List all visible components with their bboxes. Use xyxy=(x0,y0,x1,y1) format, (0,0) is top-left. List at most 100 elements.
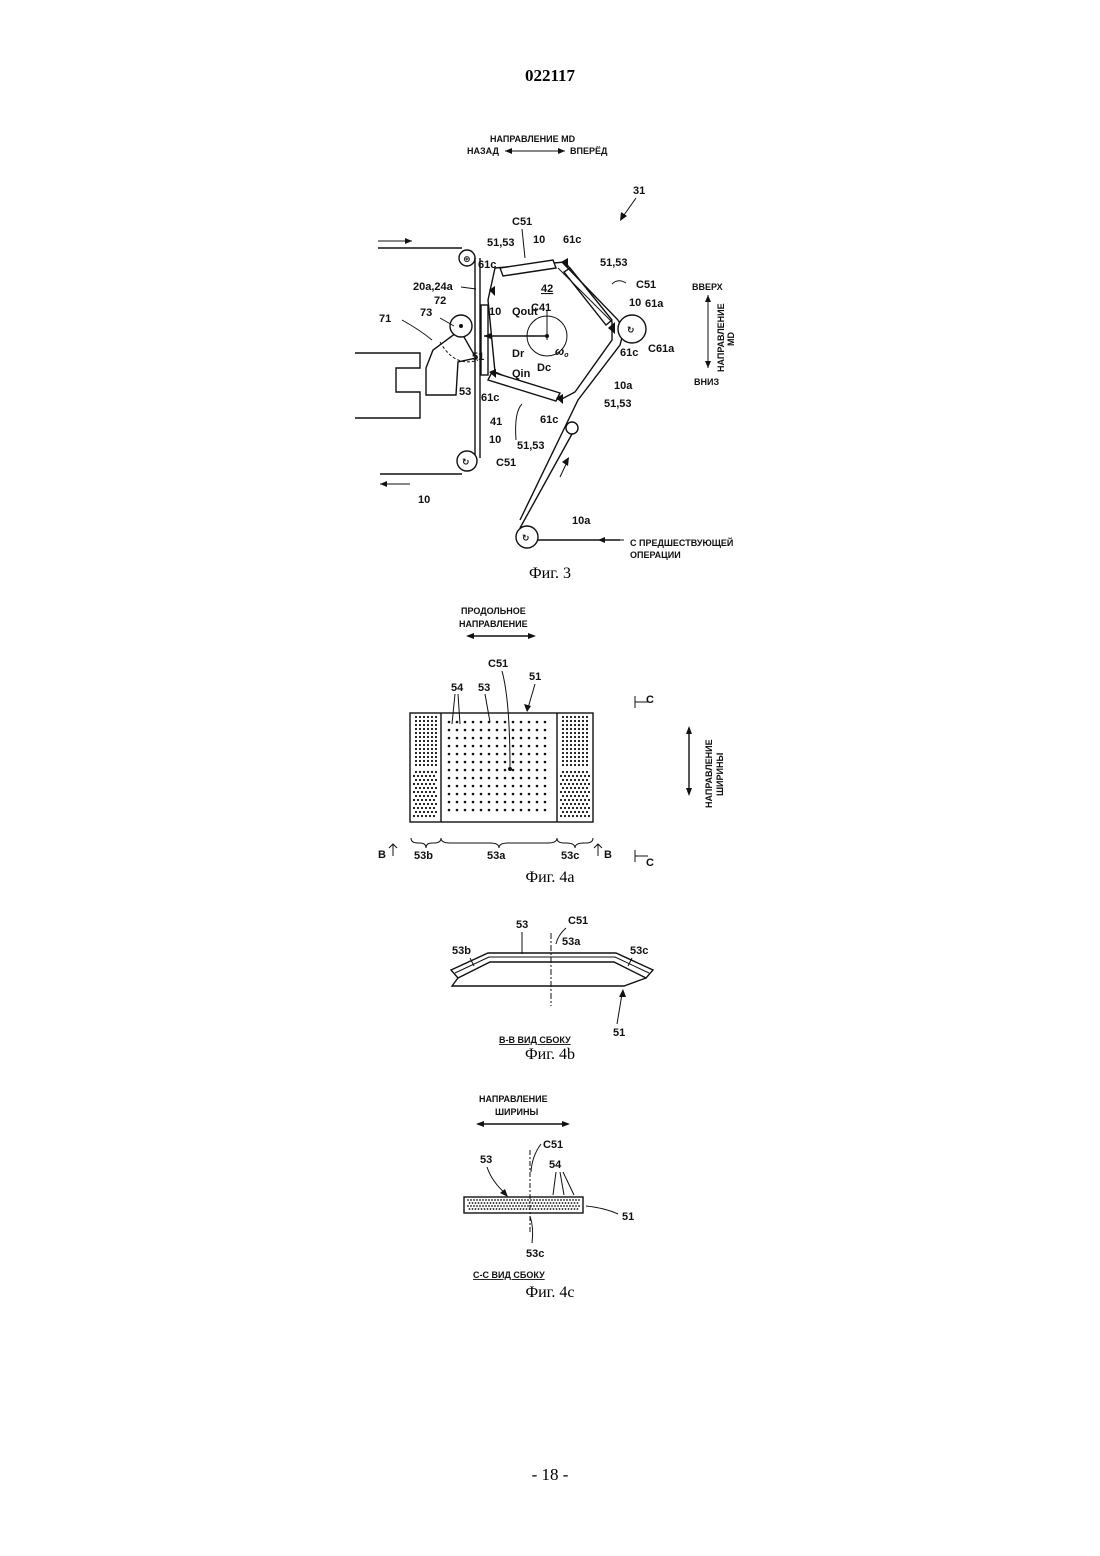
perforation-dot xyxy=(423,724,425,726)
perforation-dot xyxy=(570,752,572,754)
perforation-dot xyxy=(578,1205,580,1207)
perforation-dot xyxy=(566,1205,568,1207)
perforation-dot xyxy=(578,716,580,718)
perforation-dot xyxy=(488,777,491,780)
perforation-dot xyxy=(536,1199,538,1201)
perforation-dot xyxy=(419,724,421,726)
perforation-dot xyxy=(560,783,562,785)
leader-51-4c xyxy=(586,1206,618,1214)
perforation-dot xyxy=(488,769,491,772)
perforation-dot xyxy=(496,737,499,740)
perforation-dot xyxy=(464,777,467,780)
perforation-dot xyxy=(431,724,433,726)
perforation-dot xyxy=(582,752,584,754)
perforation-dot xyxy=(570,728,572,730)
perforation-dot xyxy=(415,748,417,750)
perforation-dot xyxy=(427,724,429,726)
perforation-dot xyxy=(423,764,425,766)
width-dir-label-1: НАПРАВЛЕНИЕ xyxy=(704,739,714,808)
perforation-dot xyxy=(496,777,499,780)
perforation-dot xyxy=(586,740,588,742)
perforation-dot xyxy=(472,745,475,748)
perforation-dot xyxy=(562,803,564,805)
perforation-dot xyxy=(423,720,425,722)
perforation-dot xyxy=(496,801,499,804)
label-73: 73 xyxy=(420,307,432,319)
perforation-dot xyxy=(562,716,564,718)
perforation-dot xyxy=(577,1202,579,1204)
figure-4c-drawing: НАПРАВЛЕНИЕ ШИРИНЫ C51 53 54 51 53c C-C … xyxy=(0,1085,1100,1285)
perforation-dot xyxy=(496,809,499,812)
perforation-dot xyxy=(564,775,566,777)
label-10-bottom: 10 xyxy=(418,494,430,506)
perforation-dot xyxy=(448,793,451,796)
perforation-dot xyxy=(574,1208,576,1210)
perforation-dot xyxy=(544,1208,546,1210)
perforation-dot xyxy=(425,815,427,817)
perforation-dot xyxy=(472,737,475,740)
perforation-dot xyxy=(419,720,421,722)
perforation-dot xyxy=(419,728,421,730)
perforation-dot xyxy=(488,1205,490,1207)
perforation-dot xyxy=(566,736,568,738)
perforation-dot xyxy=(427,744,429,746)
perforation-dot xyxy=(504,745,507,748)
perforation-dot xyxy=(504,753,507,756)
perforation-dot xyxy=(421,807,423,809)
perforation-dot xyxy=(423,728,425,730)
perforation-dot xyxy=(539,1199,541,1201)
perforation-dot xyxy=(578,720,580,722)
perforation-dot xyxy=(570,744,572,746)
perforation-dot xyxy=(415,803,417,805)
perforation-dot xyxy=(487,1208,489,1210)
label-61c-left: 61c xyxy=(478,259,496,271)
perforation-dot xyxy=(464,761,467,764)
perforation-dot xyxy=(560,807,562,809)
perforation-dot xyxy=(545,1205,547,1207)
label-10-bottom-left: 10 xyxy=(489,434,501,446)
perforation-dot xyxy=(570,716,572,718)
perforation-dot xyxy=(536,761,539,764)
perforation-dot xyxy=(544,753,547,756)
label-53-4b: 53 xyxy=(516,919,528,931)
label-51: 51 xyxy=(472,351,484,363)
perforation-dot xyxy=(566,720,568,722)
perforation-dot xyxy=(570,724,572,726)
perforation-dot xyxy=(582,787,584,789)
perforation-dot xyxy=(578,724,580,726)
perforation-dot xyxy=(415,752,417,754)
roller-bottom-left-glyph: ↻ xyxy=(462,457,470,467)
label-53c-4c: 53c xyxy=(526,1248,544,1260)
perforation-dot xyxy=(429,799,431,801)
perforation-dot xyxy=(533,1199,535,1201)
label-61c-bottom-left: 61c xyxy=(481,392,499,404)
perforation-dot xyxy=(582,771,584,773)
perforation-dot xyxy=(421,783,423,785)
perforation-dot xyxy=(482,1199,484,1201)
perforation-dot xyxy=(562,724,564,726)
perforation-dot xyxy=(536,1205,538,1207)
perforation-dot xyxy=(538,1208,540,1210)
perforation-dot xyxy=(580,791,582,793)
perforation-dot xyxy=(472,769,475,772)
perforation-dot xyxy=(496,729,499,732)
plate-top xyxy=(500,260,556,276)
perforation-dot xyxy=(504,809,507,812)
perforation-dot xyxy=(512,729,515,732)
perforation-dot xyxy=(421,815,423,817)
perforation-dot xyxy=(435,764,437,766)
label-54-4c: 54 xyxy=(549,1159,562,1171)
perforation-dot xyxy=(488,785,491,788)
perforation-dot xyxy=(578,803,580,805)
perforation-dot xyxy=(502,1202,504,1204)
perforation-dot xyxy=(560,775,562,777)
perforation-dot xyxy=(435,771,437,773)
perforation-dot xyxy=(528,721,531,724)
perforation-dot xyxy=(419,760,421,762)
perforation-dot xyxy=(431,728,433,730)
label-53-4c: 53 xyxy=(480,1154,492,1166)
perforation-dot xyxy=(544,793,547,796)
perforation-dot xyxy=(536,793,539,796)
perforation-dot xyxy=(574,803,576,805)
perforation-dot xyxy=(419,748,421,750)
